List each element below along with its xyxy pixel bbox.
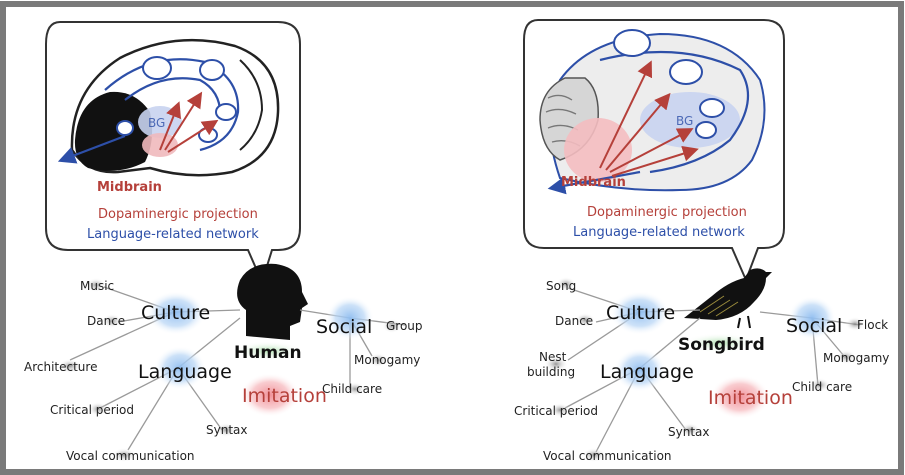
left-language-item-syntax: Syntax xyxy=(206,423,247,437)
right-social-item-flock: Flock xyxy=(857,318,888,332)
right-hub-imitation: Imitation xyxy=(708,387,793,409)
left-social-item-group: Group xyxy=(386,319,423,333)
left-social-item-childcare: Child care xyxy=(322,382,382,396)
right-culture-item-nest: Nest xyxy=(539,350,567,364)
right-culture-item-song: Song xyxy=(546,279,576,293)
right-hub-culture: Culture xyxy=(606,302,675,324)
left-culture-item-music: Music xyxy=(80,279,114,293)
left-panel: BG Midbrain Dopaminergic projection Lang… xyxy=(24,22,423,463)
right-bg-label: BG xyxy=(676,114,693,128)
right-hub-social: Social xyxy=(786,315,842,337)
right-hub-language: Language xyxy=(600,361,694,383)
right-panel: BG Midbrain Dopaminergic projection Lang… xyxy=(514,20,889,463)
songbird-icon xyxy=(684,268,772,320)
left-bg-label: BG xyxy=(148,116,165,130)
left-species-label: Human xyxy=(234,343,302,363)
right-species-label: Songbird xyxy=(678,335,765,355)
right-language-item-critical: Critical period xyxy=(514,404,598,418)
right-culture-item-building: building xyxy=(527,365,575,379)
right-culture-item-dance: Dance xyxy=(555,314,593,328)
right-legend-network: Language-related network xyxy=(573,225,745,240)
left-hub-culture: Culture xyxy=(141,302,210,324)
right-social-item-monogamy: Monogamy xyxy=(823,351,889,365)
right-language-item-syntax: Syntax xyxy=(668,425,709,439)
left-hub-social: Social xyxy=(316,316,372,338)
left-social-item-monogamy: Monogamy xyxy=(354,353,420,367)
left-midbrain-label: Midbrain xyxy=(97,180,162,195)
left-culture-item-dance: Dance xyxy=(87,314,125,328)
left-language-item-critical: Critical period xyxy=(50,403,134,417)
left-legend-dopamine: Dopaminergic projection xyxy=(98,207,258,222)
right-language-item-vocal: Vocal communication xyxy=(543,449,672,463)
right-social-item-childcare: Child care xyxy=(792,380,852,394)
left-hub-imitation: Imitation xyxy=(242,385,327,407)
human-head-icon xyxy=(237,264,308,340)
left-language-item-vocal: Vocal communication xyxy=(66,449,195,463)
left-culture-item-architecture: Architecture xyxy=(24,360,97,374)
left-hub-language: Language xyxy=(138,361,232,383)
right-legend-dopamine: Dopaminergic projection xyxy=(587,205,747,220)
left-legend-network: Language-related network xyxy=(87,227,259,242)
right-midbrain-label: Midbrain xyxy=(561,175,626,190)
